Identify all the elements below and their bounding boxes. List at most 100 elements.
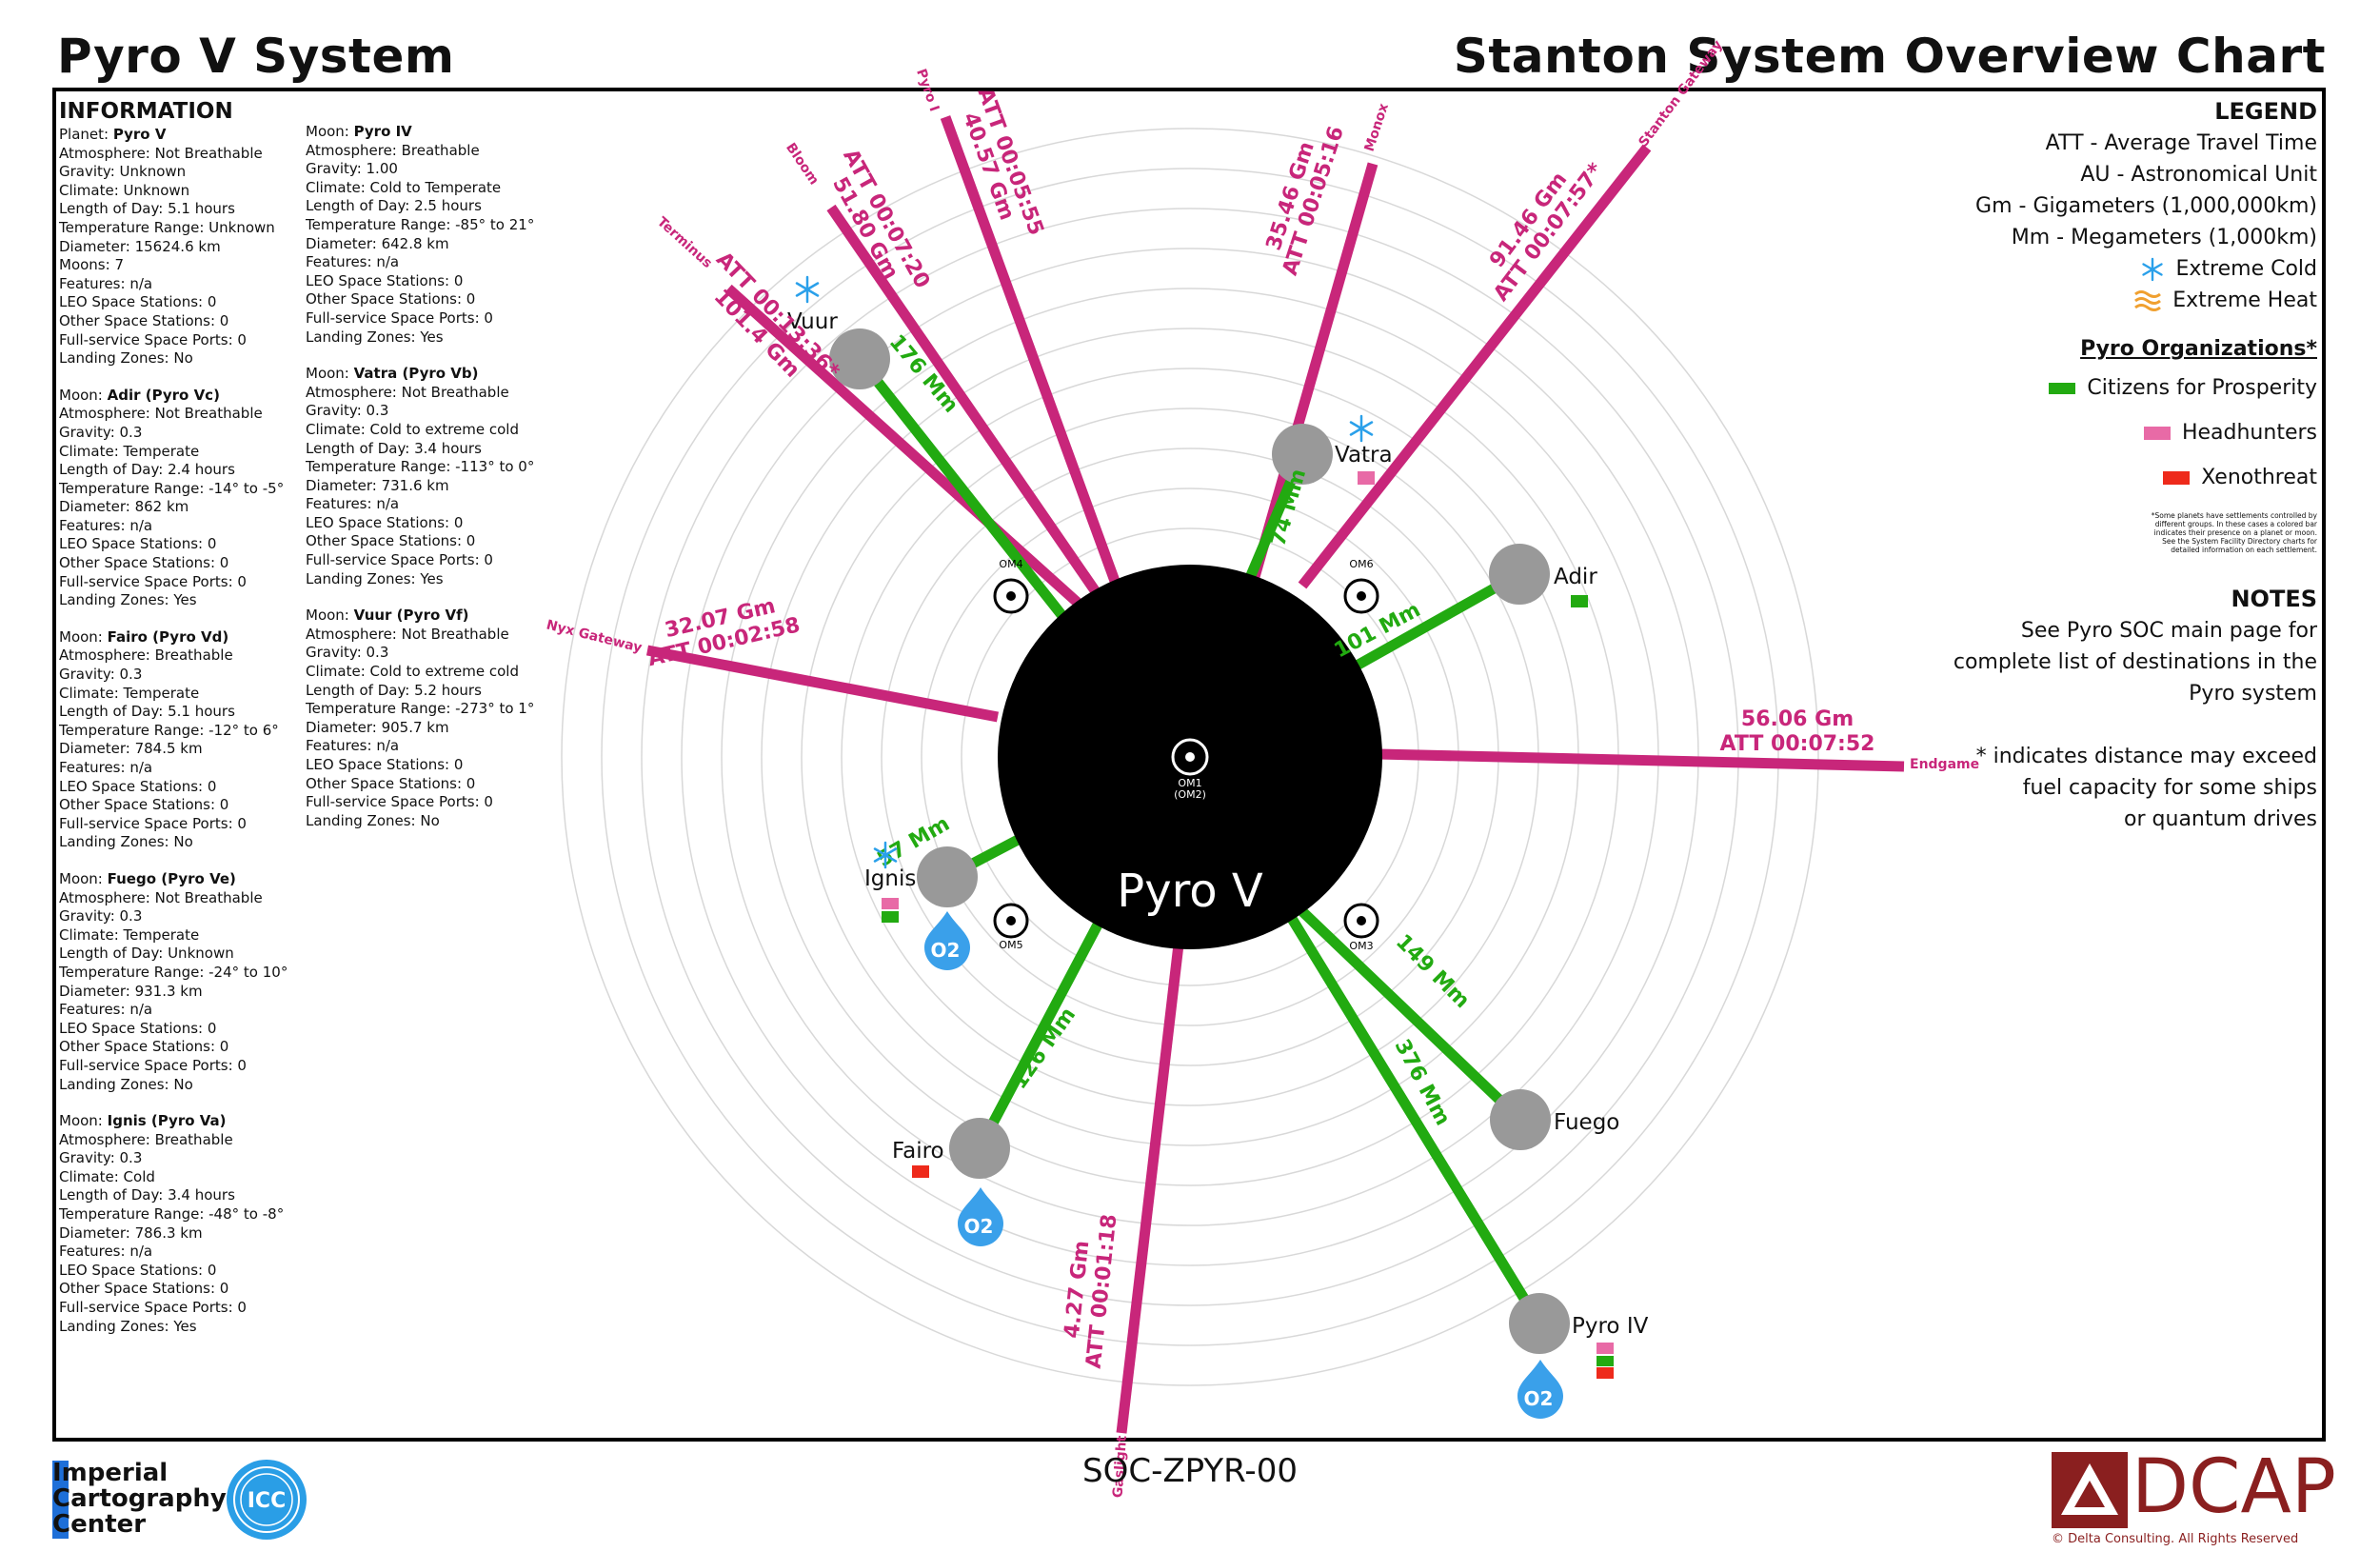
info-line: Other Space Stations: 0 [59, 1280, 229, 1298]
info-line: Features: n/a [59, 1001, 153, 1019]
info-line: Landing Zones: No [59, 349, 193, 368]
info-line: Diameter: 905.7 km [306, 718, 449, 736]
destination-route [1116, 944, 1184, 1434]
om-marker-label: OM3 [1349, 940, 1373, 952]
snowflake-stroke [1349, 421, 1374, 436]
oxygen-drop [1517, 1360, 1563, 1419]
notes-line: See Pyro SOC main page for [2020, 619, 2317, 643]
info-block: Moon: Fuego (Pyro Ve)Atmosphere: Not Bre… [59, 870, 307, 1094]
legend-panel: LEGEND ATT - Average Travel Time AU - As… [1917, 95, 2317, 835]
info-title-prefix: Moon: [59, 869, 108, 887]
destination-att-group: ATT 00:07:52 [1720, 732, 1875, 756]
notes-panel: NOTES See Pyro SOC main page for complet… [1917, 583, 2317, 835]
destination-route [1298, 144, 1652, 589]
info-line: Landing Zones: Yes [306, 328, 444, 346]
moon-distance-group: 149 Mm [1391, 930, 1474, 1013]
organization-bar [1597, 1343, 1614, 1354]
notes-spacer [1917, 709, 2317, 741]
extreme-heat-label: Extreme Heat [2172, 289, 2317, 312]
legend-extreme-heat: Extreme Heat [1917, 285, 2317, 316]
info-line: Gravity: Unknown [59, 163, 187, 181]
destination-distance: 56.06 Gm [1741, 707, 1854, 731]
info-line: Diameter: 931.3 km [59, 982, 203, 1000]
info-block-title: Moon: Ignis (Pyro Va) [59, 1112, 307, 1131]
info-title-name: Pyro IV [353, 123, 412, 140]
moon-label: Pyro IV [1572, 1314, 1649, 1339]
destination-route [826, 204, 1101, 597]
oxygen-icon: O2 [958, 1187, 1003, 1246]
info-line: Other Space Stations: 0 [306, 532, 476, 550]
right-title: Stanton System Overview Chart [1453, 29, 2326, 84]
info-line: LEO Space Stations: 0 [59, 535, 217, 553]
info-line: Temperature Range: -12° to 6° [59, 721, 279, 739]
organization-bar [882, 911, 899, 923]
info-line: LEO Space Stations: 0 [59, 1261, 217, 1279]
info-block: Moon: Vatra (Pyro Vb)Atmosphere: Not Bre… [306, 365, 563, 588]
center-marker-label: (OM2) [1174, 788, 1206, 801]
info-line: Climate: Cold to extreme cold [306, 663, 519, 681]
info-line: Climate: Cold [59, 1167, 155, 1185]
info-line: Full-service Space Ports: 0 [59, 1056, 247, 1074]
info-line: Diameter: 731.6 km [306, 476, 449, 494]
info-line: Landing Zones: Yes [306, 569, 444, 587]
notes-line: * indicates distance may exceed [1975, 745, 2317, 768]
notes-line: Pyro system [2189, 682, 2317, 706]
info-block-title: Planet: Pyro V [59, 126, 307, 145]
organization-bar [1597, 1367, 1614, 1379]
orbit-ring [641, 208, 1739, 1306]
info-line: Temperature Range: -113° to 0° [306, 458, 535, 476]
info-line: Other Space Stations: 0 [306, 290, 476, 308]
info-block: Moon: Fairo (Pyro Vd)Atmosphere: Breatha… [59, 628, 307, 852]
info-title-name: Vuur (Pyro Vf) [353, 607, 469, 625]
info-line: Temperature Range: -48° to -8° [59, 1205, 285, 1224]
moon-body [949, 1118, 1010, 1179]
info-line: Temperature Range: -24° to 10° [59, 963, 288, 981]
info-line: Landing Zones: No [59, 833, 193, 851]
info-title-name: Ignis (Pyro Va) [107, 1112, 227, 1130]
icc-line: Cartography [52, 1484, 227, 1513]
info-line: Length of Day: 3.4 hours [59, 1186, 235, 1204]
info-line: LEO Space Stations: 0 [306, 513, 464, 531]
info-line: Climate: Cold to extreme cold [306, 420, 519, 438]
org-label: Xenothreat [2201, 466, 2317, 489]
info-line: Length of Day: 2.5 hours [306, 197, 482, 215]
info-line: Atmosphere: Not Breathable [306, 383, 509, 401]
moon-route [1279, 902, 1544, 1326]
info-column-1-blocks: Planet: Pyro V Atmosphere: Not Breathable… [59, 126, 307, 1336]
moon-body [829, 328, 890, 389]
destination-name: Pyro I [913, 67, 942, 113]
info-line: Gravity: 0.3 [59, 907, 143, 925]
orbit-ring [601, 168, 1779, 1346]
red-swatch [2163, 471, 2191, 485]
info-line: LEO Space Stations: 0 [306, 756, 464, 773]
oxygen-icon: O2 [1517, 1360, 1563, 1419]
organization-bar [1597, 1356, 1614, 1366]
info-line: Climate: Cold to Temperate [306, 178, 502, 196]
information-heading: INFORMATION [59, 99, 233, 124]
center-marker-ring [1171, 738, 1209, 776]
moon-label: Vatra [1335, 443, 1393, 468]
moon-route [1347, 569, 1522, 674]
heat-wave-icon [2134, 290, 2162, 311]
notes-line: fuel capacity for some ships [2022, 776, 2317, 800]
info-title-prefix: Moon: [306, 607, 354, 625]
info-line: Features: n/a [59, 516, 153, 534]
org-headhunters: Headhunters [1917, 410, 2317, 455]
notes-heading: NOTES [2231, 586, 2317, 612]
info-line: Gravity: 0.3 [59, 423, 143, 441]
moon-route [855, 355, 1071, 625]
info-block: Moon: Vuur (Pyro Vf)Atmosphere: Not Brea… [306, 607, 563, 830]
info-line: Atmosphere: Not Breathable [59, 888, 263, 906]
info-line: LEO Space Stations: 0 [306, 271, 464, 289]
extreme-cold-label: Extreme Cold [2175, 257, 2318, 281]
pink-swatch [2143, 427, 2171, 440]
info-line: Moons: 7 [59, 256, 124, 274]
info-line: Length of Day: 2.4 hours [59, 461, 235, 479]
info-line: Climate: Temperate [59, 684, 200, 702]
info-title-prefix: Moon: [306, 123, 354, 140]
info-line: Atmosphere: Not Breathable [306, 625, 509, 643]
dcap-logo: DCAP © Delta Consulting. All Rights Rese… [2052, 1446, 2336, 1547]
info-line: Diameter: 15624.6 km [59, 237, 221, 255]
